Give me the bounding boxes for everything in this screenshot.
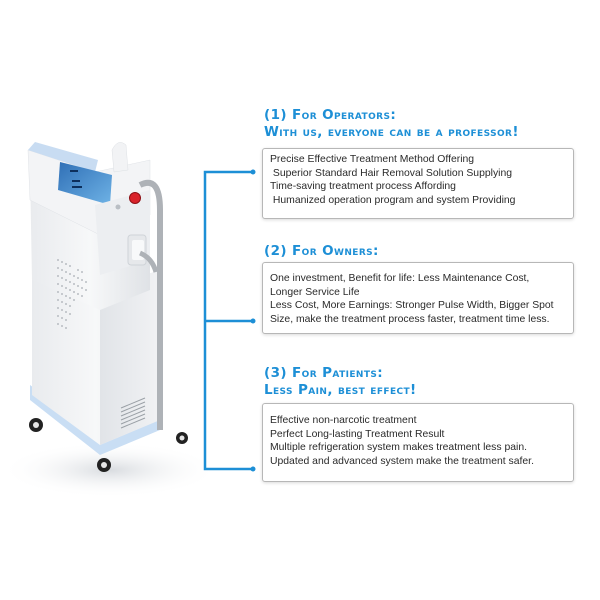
section-owners-box: One investment, Benefit for life: Less M… xyxy=(262,262,574,334)
section-owners-heading: (2) For Owners: xyxy=(264,243,379,260)
text-line: Precise Effective Treatment Method Offer… xyxy=(270,154,475,165)
section-heading-line: With us, everyone can be a professor! xyxy=(264,124,519,140)
section-heading-line: (1) For Operators: xyxy=(264,107,397,123)
section-operators-box: Precise Effective Treatment Method Offer… xyxy=(262,148,574,219)
text-line: Less Cost, More Earnings: Stronger Pulse… xyxy=(270,300,554,311)
text-line: Perfect Long-lasting Treatment Result xyxy=(270,428,445,440)
text-line: Multiple refrigeration system makes trea… xyxy=(270,442,527,453)
text-line: Humanized operation program and system P… xyxy=(270,194,516,206)
section-heading-line: (3) For Patients: xyxy=(264,365,384,381)
text-line: Updated and advanced system make the tre… xyxy=(270,455,534,467)
emergency-button-icon xyxy=(129,192,141,204)
text-line: Longer Service Life xyxy=(270,286,360,298)
section-heading-line: (2) For Owners: xyxy=(264,243,379,259)
wheels-icon xyxy=(29,418,188,472)
section-patients-heading: (3) For Patients: Less Pain, best effect… xyxy=(264,365,417,399)
section-operators-heading: (1) For Operators: With us, everyone can… xyxy=(264,107,519,141)
text-line: Size, make the treatment process faster,… xyxy=(270,313,550,325)
cable-hose-icon xyxy=(138,179,163,430)
text-line: Effective non-narcotic treatment xyxy=(270,415,417,426)
text-line: Time-saving treatment process Affording xyxy=(270,181,456,192)
section-heading-line: Less Pain, best effect! xyxy=(264,382,417,398)
section-patients-box: Effective non-narcotic treatment Perfect… xyxy=(262,403,574,482)
vent-grille-icon xyxy=(120,397,146,429)
text-line: One investment, Benefit for life: Less M… xyxy=(270,273,530,284)
touch-screen-icon xyxy=(58,162,112,205)
text-line: Superior Standard Hair Removal Solution … xyxy=(270,167,513,179)
